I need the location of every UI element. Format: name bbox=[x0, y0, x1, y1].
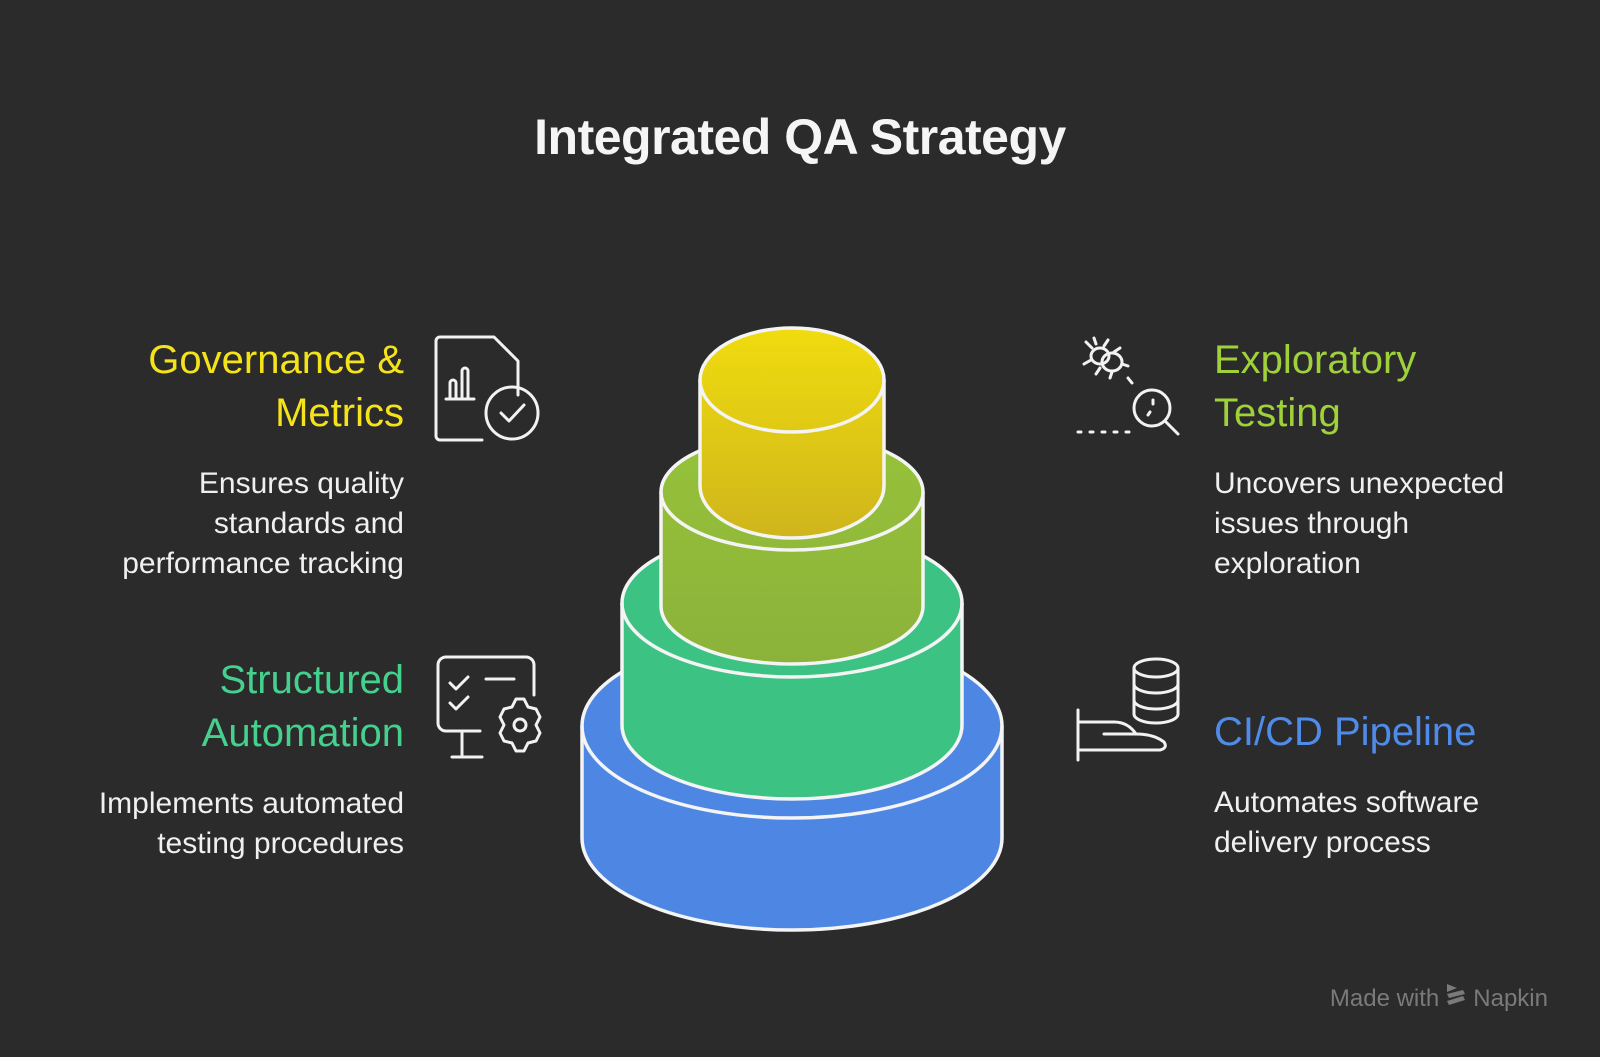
cicd-description-line: delivery process bbox=[1214, 826, 1431, 859]
governance-block: Governance & Metrics Ensures quality sta… bbox=[0, 334, 404, 584]
automation-block: Structured Automation Implements automat… bbox=[0, 654, 404, 864]
cicd-description-line: Automates software bbox=[1214, 786, 1480, 819]
governance-description-line: performance tracking bbox=[122, 547, 404, 580]
cylinder-tier-exploratory-rim bbox=[659, 491, 925, 552]
governance-heading-line: Governance & bbox=[148, 338, 404, 382]
governance-heading-line: Metrics bbox=[275, 391, 404, 435]
cylinder-tier-automation-rim bbox=[620, 602, 964, 679]
exploratory-heading: Exploratory Testing bbox=[1214, 334, 1574, 440]
page-title: Integrated QA Strategy bbox=[534, 109, 1066, 165]
cylinder-tier-cicd-rim bbox=[580, 725, 1004, 820]
exploratory-description-line: Uncovers unexpected bbox=[1214, 467, 1505, 500]
exploratory-heading-line: Exploratory bbox=[1214, 338, 1417, 382]
governance-heading: Governance & Metrics bbox=[0, 334, 404, 440]
governance-description-line: standards and bbox=[213, 507, 404, 540]
cicd-heading: CI/CD Pipeline bbox=[1214, 706, 1574, 759]
governance-description-line: Ensures quality bbox=[198, 467, 404, 500]
cylinder-tier-governance bbox=[698, 326, 886, 540]
automation-description: Implements automated testing procedures bbox=[0, 784, 404, 864]
exploratory-block: Exploratory Testing Uncovers unexpected … bbox=[1214, 334, 1574, 584]
exploratory-description-line: exploration bbox=[1214, 547, 1361, 580]
bug-magnifier-icon bbox=[1074, 334, 1186, 446]
exploratory-heading-line: Testing bbox=[1214, 391, 1341, 435]
exploratory-description-line: issues through bbox=[1214, 507, 1410, 540]
cylinder-tier-governance-rim bbox=[698, 379, 886, 434]
napkin-brand-label: Napkin bbox=[1473, 984, 1548, 1012]
document-chart-check-icon bbox=[432, 333, 544, 445]
automation-heading: Structured Automation bbox=[0, 654, 404, 760]
automation-description-line: testing procedures bbox=[157, 827, 404, 860]
governance-description: Ensures quality standards and performanc… bbox=[0, 464, 404, 584]
made-with-napkin-watermark: Made with Napkin bbox=[1330, 982, 1548, 1015]
made-with-label: Made with bbox=[1329, 984, 1440, 1012]
cicd-heading-line: CI/CD Pipeline bbox=[1214, 710, 1477, 754]
automation-heading-line: Structured bbox=[219, 658, 404, 702]
automation-heading-line: Automation bbox=[201, 711, 404, 755]
monitor-checklist-gear-icon bbox=[434, 653, 546, 765]
napkin-logo-icon bbox=[1445, 982, 1467, 1015]
hand-database-icon bbox=[1074, 654, 1186, 766]
cicd-block: CI/CD Pipeline Automates software delive… bbox=[1214, 706, 1574, 863]
automation-description-line: Implements automated bbox=[98, 787, 404, 820]
cicd-description: Automates software delivery process bbox=[1214, 783, 1574, 863]
exploratory-description: Uncovers unexpected issues through explo… bbox=[1214, 464, 1574, 584]
